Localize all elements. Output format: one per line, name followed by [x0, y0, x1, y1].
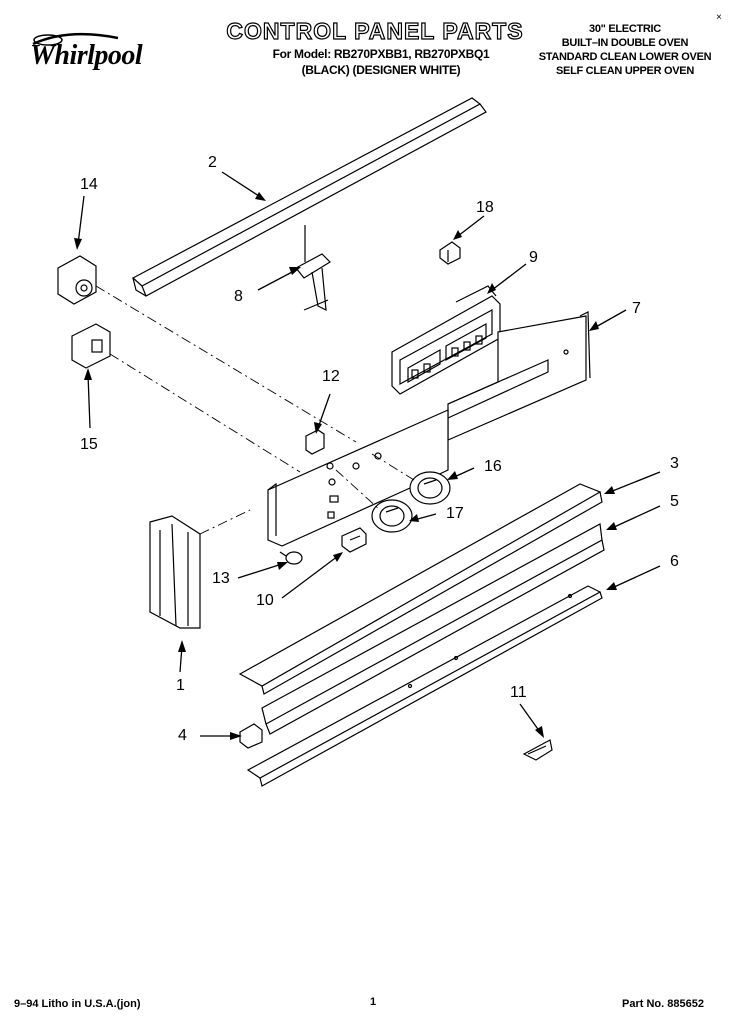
part-13-lamp	[279, 551, 303, 565]
part-1-end-cap	[149, 515, 201, 629]
page-title: CONTROL PANEL PARTS	[226, 17, 524, 44]
part-15-selector	[71, 323, 111, 369]
callout-2: 2	[208, 154, 217, 171]
callout-3: 3	[670, 455, 679, 472]
part-18-clip	[439, 241, 461, 265]
part-6-bottom-channel	[246, 585, 603, 787]
callout-7: 7	[632, 300, 641, 317]
part-14-selector	[57, 255, 97, 305]
callout-11: 11	[510, 684, 527, 701]
appliance-description: 30" ELECTRIC BUILT–IN DOUBLE OVEN STANDA…	[510, 22, 736, 78]
callout-9: 9	[529, 249, 538, 266]
part-5-lower-trim	[261, 523, 605, 735]
part-16-knob	[409, 471, 451, 505]
callout-12: 12	[322, 368, 340, 385]
part-9-electronic-control	[391, 285, 501, 395]
callout-10: 10	[256, 592, 274, 609]
part-8-bracket	[295, 225, 331, 312]
part-number: Part No. 885652	[622, 998, 704, 1010]
litho-note: 9–94 Litho in U.S.A.(jon)	[14, 998, 141, 1010]
callout-16: 16	[484, 458, 502, 475]
logo-swoosh-icon	[32, 32, 119, 46]
description-line: STANDARD CLEAN LOWER OVEN	[538, 51, 712, 63]
part-17-knob	[371, 499, 413, 533]
callout-13: 13	[212, 570, 230, 587]
part-3-lower-trim	[238, 483, 603, 695]
callout-15: 15	[80, 436, 98, 453]
callout-6: 6	[670, 553, 679, 570]
callout-14: 14	[80, 176, 98, 193]
model-line: For Model: RB270PXBB1, RB270PXBQ1	[272, 47, 490, 61]
part-12-switch	[305, 429, 325, 455]
part-2-top-trim	[131, 97, 487, 297]
callout-18: 18	[476, 199, 494, 216]
assembly-lines	[95, 285, 415, 535]
description-line: 30" ELECTRIC	[589, 23, 661, 35]
corner-mark: ×	[716, 12, 722, 23]
color-line: (BLACK) (DESIGNER WHITE)	[301, 63, 461, 77]
part-7-panel-plate	[447, 311, 591, 441]
brand-name: Whirlpool	[30, 40, 143, 71]
description-line: BUILT–IN DOUBLE OVEN	[561, 37, 689, 49]
callout-4: 4	[178, 727, 187, 744]
callout-8: 8	[234, 288, 243, 305]
description-line: SELF CLEAN UPPER OVEN	[556, 65, 694, 77]
callout-17: 17	[446, 505, 464, 522]
callout-5: 5	[670, 493, 679, 510]
part-10-switch	[341, 527, 367, 553]
arrow-heads	[74, 192, 617, 740]
part-4-clip	[239, 723, 263, 749]
callout-1: 1	[176, 677, 185, 694]
part-11-spring-clip	[522, 739, 553, 761]
whirlpool-logo: Whirlpool	[22, 30, 162, 80]
page-number: 1	[370, 996, 377, 1008]
